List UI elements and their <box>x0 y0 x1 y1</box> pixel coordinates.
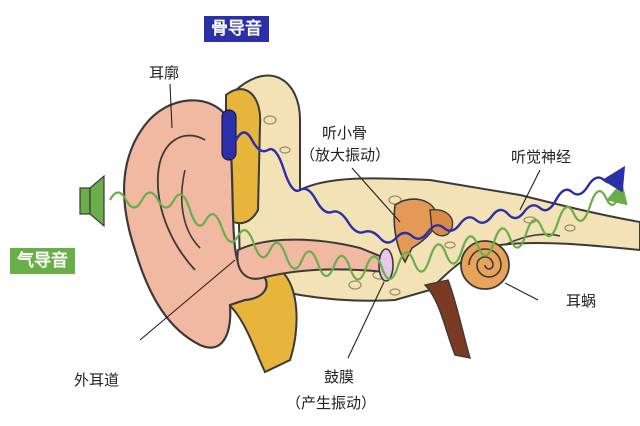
bone-conduction-wave <box>234 131 626 244</box>
label-leaders <box>139 83 541 359</box>
bone-conduction-tag: 骨导音 <box>204 16 269 42</box>
ear-canal-shape <box>236 238 386 280</box>
ear-canal-label: 外耳道 <box>74 371 120 389</box>
bone-conduction-earbud-icon <box>221 109 237 161</box>
speaker-icon <box>79 174 105 228</box>
air-conduction-wave <box>109 181 628 281</box>
ossicles-note: （放大振动） <box>300 146 391 164</box>
auditory-nerve-shape <box>423 279 471 359</box>
eardrum-note: （产生振动） <box>286 394 377 412</box>
ossicles-shape <box>393 198 438 264</box>
air-conduction-tag: 气导音 <box>10 248 75 274</box>
auricle-label: 耳廓 <box>149 64 180 82</box>
auditory-nerve-label: 听觉神经 <box>511 148 572 166</box>
auricle-inner-fold <box>156 134 206 271</box>
eardrum-shape <box>378 248 394 282</box>
auricle-concha <box>180 169 201 249</box>
eardrum-label: 鼓膜 <box>324 368 355 386</box>
cochlea-label: 耳蜗 <box>566 292 597 310</box>
ossicles-label: 听小骨 <box>322 124 368 142</box>
cochlea-shape <box>460 233 561 290</box>
